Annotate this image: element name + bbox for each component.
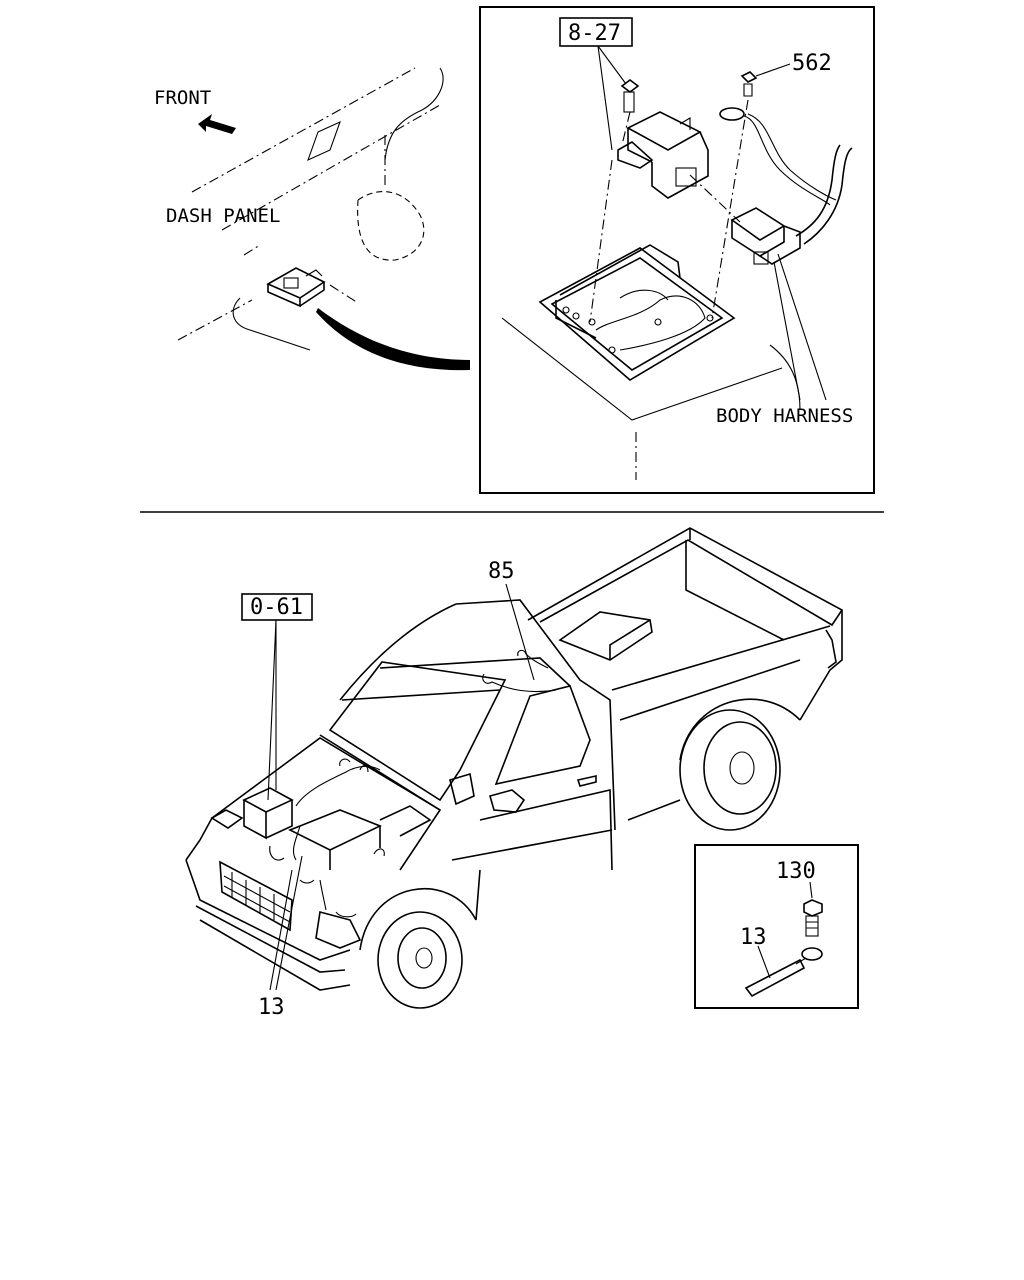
part-130-label: 130	[776, 859, 816, 884]
ref-8-27-label: 8-27	[568, 21, 621, 46]
ref-box-0-61	[241, 593, 313, 621]
body-harness-connector	[730, 207, 801, 265]
engine-bay	[210, 758, 475, 918]
front-wheel	[377, 911, 463, 1009]
ground-strap-inset	[744, 881, 823, 998]
bolt-130-shank	[805, 915, 819, 937]
inset-part-13-label: 13	[740, 925, 767, 950]
side-window	[494, 685, 591, 786]
battery-box	[288, 809, 382, 851]
front-label: FRONT	[154, 87, 211, 109]
bolt-8-27	[620, 79, 640, 113]
detail-leader-arrow	[316, 308, 470, 371]
body-harness-label: BODY HARNESS	[716, 405, 853, 427]
headlight	[315, 910, 362, 949]
ground-bolt-562	[740, 71, 758, 97]
front-arrow-icon	[198, 114, 236, 134]
panel-opening	[307, 120, 341, 162]
toolbox	[558, 611, 653, 661]
part-13-label: 13	[258, 995, 285, 1020]
part-562-label: 562	[792, 51, 832, 76]
rear-wheel	[679, 709, 781, 831]
control-module	[617, 111, 709, 199]
side-mirror	[489, 789, 526, 813]
controller-unit-small	[266, 267, 326, 308]
ref-box-8-27	[559, 17, 633, 47]
ground-terminal	[719, 107, 745, 121]
ground-cable	[744, 958, 806, 998]
ground-cable-eyelet	[801, 947, 823, 961]
detail-box	[479, 6, 875, 494]
front-grille	[219, 860, 293, 932]
ref-0-61-label: 0-61	[250, 595, 303, 620]
detail-contents	[501, 17, 853, 480]
windshield	[328, 661, 507, 802]
pickup-truck	[185, 527, 844, 1009]
dash-panel-label: DASH PANEL	[166, 205, 280, 227]
dash-panel-overview	[177, 67, 470, 371]
part-85-label: 85	[488, 559, 515, 584]
panel-bulge	[357, 191, 425, 261]
mounting-bracket	[538, 244, 736, 381]
inset-box	[694, 844, 859, 1009]
bolt-130-head	[803, 899, 823, 917]
